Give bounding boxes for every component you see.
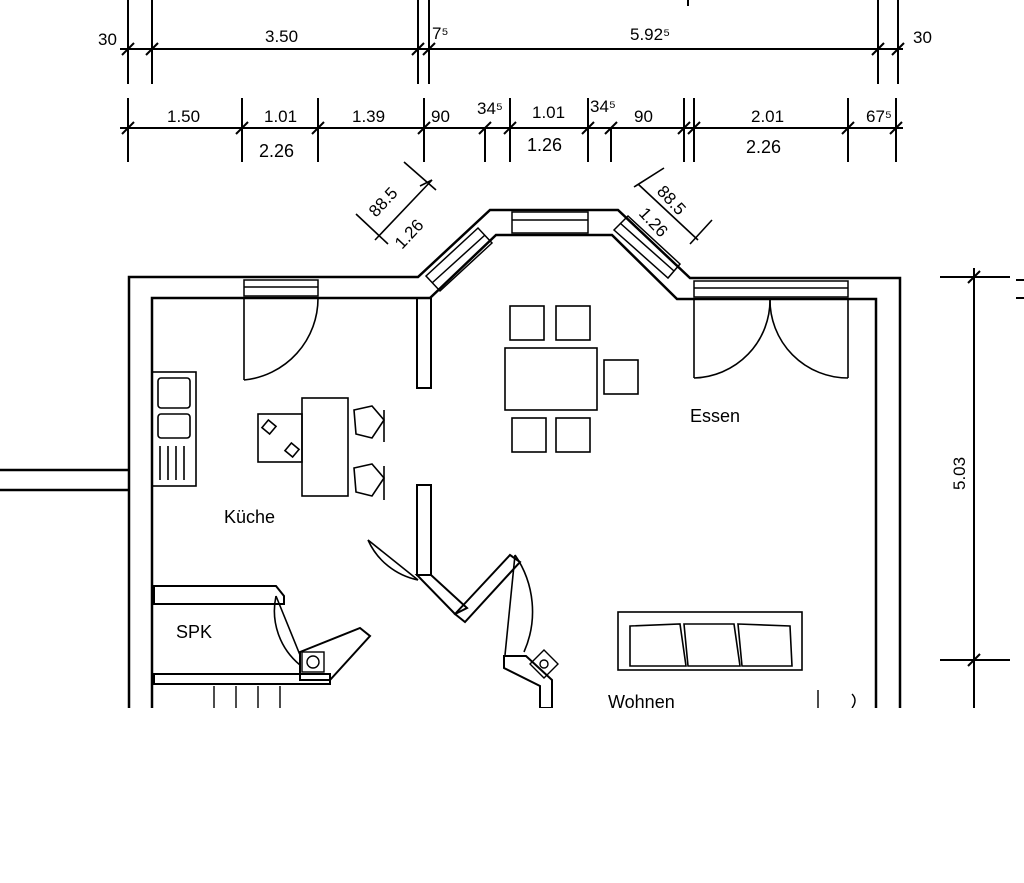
stairs-fragment bbox=[213, 686, 856, 709]
dim-top-2: 3.50 bbox=[265, 27, 298, 46]
dim-second-6: 1.01 bbox=[532, 103, 565, 122]
dim-bay-left-outer: 88.5 bbox=[365, 184, 401, 221]
dim-second-9: 2.01 bbox=[751, 107, 784, 126]
blank-lower-area bbox=[0, 708, 1024, 883]
appliance-symbols bbox=[301, 649, 559, 679]
dim-total-1: 2.26 bbox=[259, 141, 294, 161]
room-label-kitchen: Küche bbox=[224, 507, 275, 527]
dimension-chain-top bbox=[120, 0, 903, 84]
dim-total-2: 1.26 bbox=[527, 135, 562, 155]
kitchen-counter bbox=[151, 371, 197, 487]
dim-vertical-wrap: 5.03 bbox=[950, 457, 969, 490]
dimension-vertical-right bbox=[940, 268, 1024, 708]
interior-walls bbox=[153, 297, 553, 709]
dim-top-5: 30 bbox=[913, 28, 932, 47]
dimension-chain-second bbox=[120, 98, 903, 162]
dimension-bay-left bbox=[355, 161, 437, 245]
dim-second-10: 67⁵ bbox=[866, 107, 892, 126]
dim-bay-left-outer-wrap: 88.5 bbox=[365, 184, 401, 221]
dim-second-1: 1.50 bbox=[167, 107, 200, 126]
dim-bay-left-inner: 1.26 bbox=[391, 216, 427, 253]
dim-top-3: 7⁵ bbox=[432, 24, 449, 43]
dim-bay-left-inner-wrap: 1.26 bbox=[391, 216, 427, 253]
dim-second-2: 1.01 bbox=[264, 107, 297, 126]
dim-second-8: 90 bbox=[634, 107, 653, 126]
windows bbox=[243, 211, 849, 298]
dim-second-3: 1.39 bbox=[352, 107, 385, 126]
sofa bbox=[617, 611, 803, 671]
kitchen-island bbox=[257, 397, 386, 500]
room-label-pantry: SPK bbox=[176, 622, 212, 642]
dim-total-3: 2.26 bbox=[746, 137, 781, 157]
dimension-ticks-second bbox=[121, 121, 903, 135]
dim-second-5: 34⁵ bbox=[477, 99, 503, 118]
dimension-bay-right bbox=[633, 167, 713, 245]
dim-vertical: 5.03 bbox=[950, 457, 969, 490]
doors bbox=[243, 297, 849, 666]
exterior-walls bbox=[0, 208, 902, 708]
dimension-ticks-top bbox=[121, 42, 905, 56]
dim-top-1: 30 bbox=[98, 30, 117, 49]
dining-table bbox=[504, 305, 639, 453]
room-label-living: Wohnen bbox=[608, 692, 675, 712]
room-label-dining: Essen bbox=[690, 406, 740, 426]
dim-second-4: 90 bbox=[431, 107, 450, 126]
dim-second-7: 34⁵ bbox=[590, 97, 616, 116]
dim-top-4: 5.92⁵ bbox=[630, 25, 670, 44]
